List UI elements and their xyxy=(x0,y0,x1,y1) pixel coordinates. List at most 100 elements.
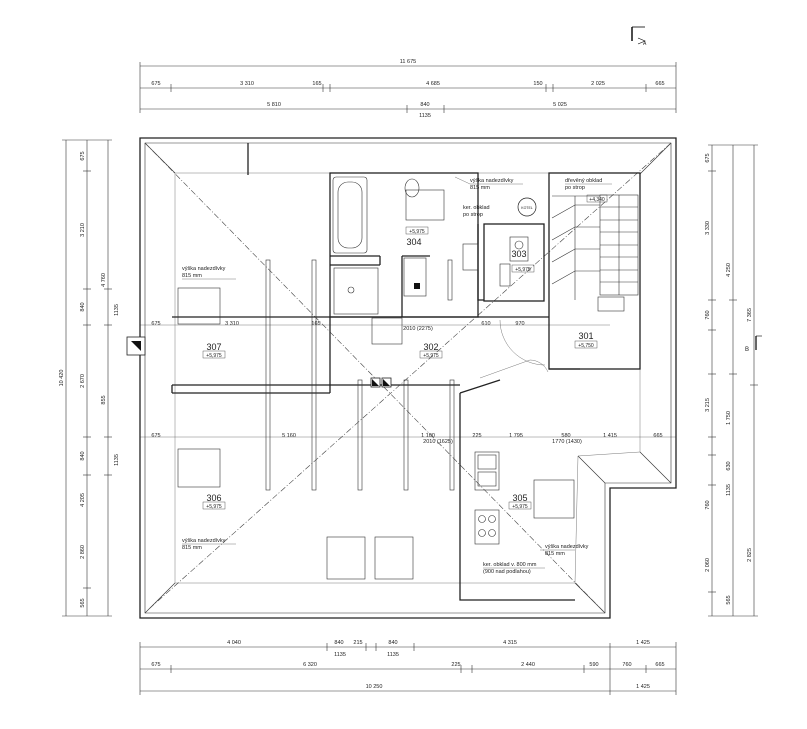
room-304-area: +5,975 xyxy=(409,229,425,235)
dim-text: 215 xyxy=(353,640,362,646)
dim-text: 225 xyxy=(451,662,460,668)
bathroom-fixtures xyxy=(332,176,479,315)
dim-text: 4 205 xyxy=(80,493,86,507)
dim-text: 10 420 xyxy=(59,370,65,387)
room-labels: 307 +5,975 306 +5,975 +5,975 304 303 +5,… xyxy=(202,226,598,510)
dim-text: 665 xyxy=(655,81,664,87)
note-parapet-value-306: 815 mm xyxy=(182,545,202,551)
boiler-label: KOTEL xyxy=(521,206,533,210)
roof-ridge-diagonals xyxy=(144,142,672,614)
dim-text: 10 250 xyxy=(366,684,383,690)
wc-fixtures xyxy=(499,236,529,287)
dim-text: 3 310 xyxy=(240,81,254,87)
note-wood-2: po strop xyxy=(565,185,585,191)
dim-text: 4 760 xyxy=(101,273,107,287)
dim-text: 150 xyxy=(533,81,542,87)
door-swings xyxy=(479,319,549,379)
dim-text: 2 025 xyxy=(591,81,605,87)
dim-text: 665 xyxy=(653,433,662,439)
dim-text: 4 315 xyxy=(503,640,517,646)
dim-text: 565 xyxy=(80,598,86,607)
room-302-number: 302 xyxy=(423,342,438,352)
dim-text: 5 160 xyxy=(282,433,296,439)
dim-text: 675 xyxy=(80,151,86,160)
note-parapet-value-304: 815 mm xyxy=(470,185,490,191)
room-302-area: +5,975 xyxy=(423,353,439,359)
dim-text: 2 670 xyxy=(80,374,86,388)
dim-text: 2010 (2275) xyxy=(403,326,433,332)
annotations: výška nadezdívky 815 mm výška nadezdívky… xyxy=(182,176,612,575)
staircase xyxy=(551,194,639,312)
dim-text: 2 440 xyxy=(521,662,535,668)
dim-text: 675 xyxy=(151,433,160,439)
dim-text: 665 xyxy=(655,662,664,668)
room-305-area: +5,975 xyxy=(512,504,528,510)
room-306-number: 306 xyxy=(206,493,221,503)
dim-text: 1135 xyxy=(114,454,120,466)
dimension-lines: 11 675 675 3 310 165 4 685 150 2 025 665… xyxy=(59,59,758,695)
dim-text: 4 040 xyxy=(227,640,241,646)
dim-text: 675 xyxy=(705,153,711,162)
note-parapet-label-305: výška nadezdívky xyxy=(545,544,589,550)
dim-text: 4 685 xyxy=(426,81,440,87)
dim-text: 840 xyxy=(80,302,86,311)
dim-text: 3 330 xyxy=(705,221,711,235)
dim-text: 610 xyxy=(481,321,490,327)
note-parapet-label-304: výška nadezdívky xyxy=(470,178,514,184)
stair-level: +4,340 xyxy=(589,197,605,203)
note-kitchen-tiling-2: (900 nad podlahou) xyxy=(483,569,531,575)
room-304-number: 304 xyxy=(406,237,421,247)
dim-text: 1 415 xyxy=(603,433,617,439)
room-307-number: 307 xyxy=(206,342,221,352)
room-301-number: 301 xyxy=(578,331,593,341)
dim-text: 1 795 xyxy=(509,433,523,439)
dim-text: 580 xyxy=(561,433,570,439)
dim-text: 840 xyxy=(80,451,86,460)
dim-text: 1135 xyxy=(334,652,346,658)
room-305-number: 305 xyxy=(512,493,527,503)
note-parapet-value-305: 815 mm xyxy=(545,551,565,557)
skylights xyxy=(177,189,575,580)
dim-text: 1135 xyxy=(419,113,431,119)
note-parapet-label-307: výška nadezdívky xyxy=(182,266,226,272)
section-mark-a: A xyxy=(643,41,647,47)
note-tiling-1: ker. obklad xyxy=(463,205,490,211)
dim-text: 165 xyxy=(312,81,321,87)
note-kitchen-tiling-1: ker. obklad v. 800 mm xyxy=(483,562,537,568)
dim-text: 1 750 xyxy=(726,411,732,425)
dim-text: 760 xyxy=(705,500,711,509)
dim-text: 2 860 xyxy=(80,545,86,559)
note-parapet-value-307: 815 mm xyxy=(182,273,202,279)
dim-text: 590 xyxy=(589,662,598,668)
dim-text: 1 425 xyxy=(636,684,650,690)
note-parapet-label-306: výška nadezdívky xyxy=(182,538,226,544)
dim-text: 2 060 xyxy=(705,558,711,572)
chimney-symbols xyxy=(126,197,537,388)
dim-text: 5 810 xyxy=(267,102,281,108)
dim-text: 2010 (1625) xyxy=(423,439,453,445)
dim-text: 1135 xyxy=(387,652,399,658)
dim-text: 3 210 xyxy=(80,223,86,237)
note-wood-1: dřevěný obklad xyxy=(565,178,602,184)
dim-text: 840 xyxy=(334,640,343,646)
dim-text: 2 825 xyxy=(747,548,753,562)
dim-text: 1 100 xyxy=(421,433,435,439)
dim-top-overall: 11 675 xyxy=(400,59,416,65)
dim-text: 840 xyxy=(420,102,429,108)
dim-text: 7 365 xyxy=(747,308,753,322)
dim-text: 760 xyxy=(622,662,631,668)
dim-text: 4 250 xyxy=(726,263,732,277)
room-303-area: +5,975 xyxy=(515,267,531,273)
dim-text: 840 xyxy=(388,640,397,646)
dim-text: 5 025 xyxy=(553,102,567,108)
room-301-area: +5,750 xyxy=(578,343,594,349)
dim-text: 3 215 xyxy=(705,398,711,412)
dim-text: 225 xyxy=(472,433,481,439)
dim-text: 6 320 xyxy=(303,662,317,668)
room-306-area: +5,975 xyxy=(206,504,222,510)
dim-text: 675 xyxy=(151,662,160,668)
dim-text: 630 xyxy=(726,461,732,470)
dim-text: 675 xyxy=(151,321,160,327)
section-marks xyxy=(631,26,762,350)
room-307-area: +5,975 xyxy=(206,353,222,359)
